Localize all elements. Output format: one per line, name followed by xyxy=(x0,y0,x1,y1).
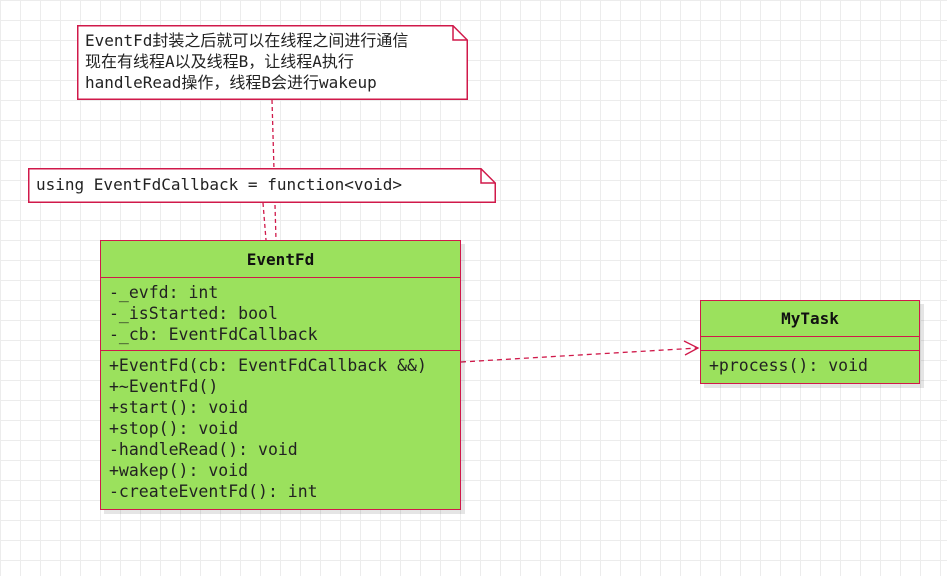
note-typedef-to-eventfd-connector xyxy=(262,202,267,241)
dependency-arrowhead xyxy=(683,340,700,356)
operation-process: +process(): void xyxy=(709,356,868,375)
note-typedef-text: using EventFdCallback = function<void> xyxy=(36,175,403,194)
note-line-2: 现在有线程A以及线程B，让线程A执行 xyxy=(85,52,354,71)
class-eventfd[interactable]: EventFd -_evfd: int -_isStarted: bool -_… xyxy=(100,240,461,510)
operation-wakep: +wakep(): void xyxy=(109,461,249,480)
note-shape xyxy=(77,25,468,100)
class-eventfd-operations: +EventFd(cb: EventFdCallback &&) +~Event… xyxy=(101,351,460,502)
dependency-arrow-line xyxy=(460,347,699,363)
operation-constructor: +EventFd(cb: EventFdCallback &&) xyxy=(109,356,427,375)
note-callback-typedef[interactable]: using EventFdCallback = function<void> xyxy=(28,168,496,203)
note-line-1: EventFd封装之后就可以在线程之间进行通信 xyxy=(85,31,409,50)
operation-handleread: -handleRead(): void xyxy=(109,440,298,459)
note-text: EventFd封装之后就可以在线程之间进行通信现在有线程A以及线程B，让线程A执… xyxy=(77,25,468,93)
note-line-3: handleRead操作，线程B会进行wakeup xyxy=(85,73,377,92)
attribute-cb: -_cb: EventFdCallback xyxy=(109,325,318,344)
class-mytask[interactable]: MyTask +process(): void xyxy=(700,300,920,384)
class-mytask-attributes xyxy=(701,337,919,351)
attribute-isstarted: -_isStarted: bool xyxy=(109,304,278,323)
class-eventfd-attributes: -_evfd: int -_isStarted: bool -_cb: Even… xyxy=(101,278,460,351)
attribute-evfd: -_evfd: int xyxy=(109,283,219,302)
note-eventfd-description[interactable]: EventFd封装之后就可以在线程之间进行通信现在有线程A以及线程B，让线程A执… xyxy=(77,25,468,100)
class-eventfd-name: EventFd xyxy=(101,241,460,278)
operation-stop: +stop(): void xyxy=(109,419,239,438)
note-shape xyxy=(28,168,496,203)
operation-createeventfd: -createEventFd(): int xyxy=(109,482,318,501)
class-mytask-operations: +process(): void xyxy=(701,351,919,376)
class-mytask-name: MyTask xyxy=(701,301,919,337)
operation-destructor: +~EventFd() xyxy=(109,377,219,396)
operation-start: +start(): void xyxy=(109,398,249,417)
